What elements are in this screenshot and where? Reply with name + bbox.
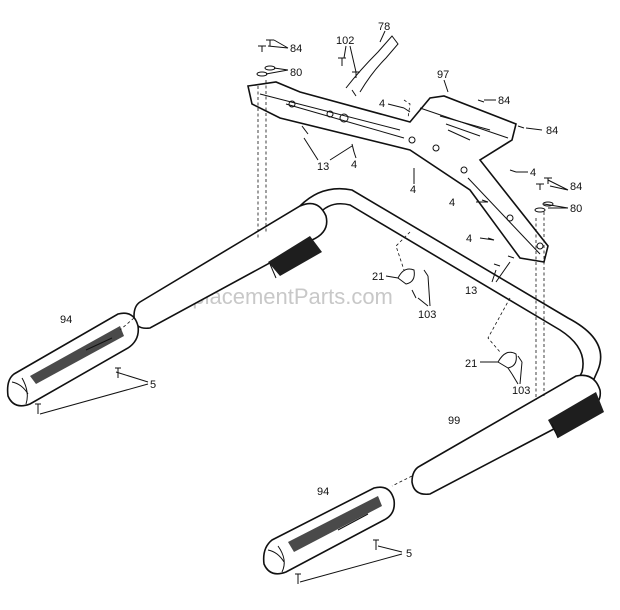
callout-84-top: 84 bbox=[290, 43, 302, 55]
callout-4-e: 4 bbox=[449, 197, 455, 209]
callout-21-top: 21 bbox=[372, 271, 384, 283]
handrail-frame bbox=[299, 187, 602, 389]
callout-4-b: 4 bbox=[351, 159, 357, 171]
hose-clips bbox=[397, 268, 517, 369]
callout-84-lower: 84 bbox=[570, 181, 582, 193]
leader-lines bbox=[39, 30, 569, 583]
callout-99: 99 bbox=[448, 415, 460, 427]
callout-13-left: 13 bbox=[317, 161, 329, 173]
callout-78: 78 bbox=[378, 21, 390, 33]
callout-97: 97 bbox=[437, 69, 449, 81]
callout-94-top: 94 bbox=[60, 314, 72, 326]
callout-80-lower: 80 bbox=[570, 203, 582, 215]
callout-13-right: 13 bbox=[465, 285, 477, 297]
left-grip-cover bbox=[6, 312, 140, 407]
right-lower-tube bbox=[411, 374, 604, 496]
left-upper-tube bbox=[133, 202, 328, 330]
callout-84-mid: 84 bbox=[498, 95, 510, 107]
alignment-guides bbox=[119, 80, 545, 487]
callout-80-top: 80 bbox=[290, 67, 302, 79]
callout-4-f: 4 bbox=[466, 233, 472, 245]
right-grip-cover bbox=[262, 486, 396, 575]
callout-4-a: 4 bbox=[379, 98, 385, 110]
callout-5-top: 5 bbox=[150, 379, 156, 391]
callout-102: 102 bbox=[336, 35, 354, 47]
console-bracket bbox=[247, 81, 549, 263]
callout-4-d: 4 bbox=[530, 167, 536, 179]
callout-5-bottom: 5 bbox=[406, 548, 412, 560]
callout-103-top: 103 bbox=[418, 309, 436, 321]
callout-21-bottom: 21 bbox=[465, 358, 477, 370]
callout-4-c: 4 bbox=[410, 184, 416, 196]
callout-labels: 84 80 102 78 97 84 84 4 4 4 4 4 4 13 84 … bbox=[60, 21, 582, 560]
callout-84-right: 84 bbox=[546, 125, 558, 137]
callout-94-bottom: 94 bbox=[317, 486, 329, 498]
callout-103-bottom: 103 bbox=[512, 385, 530, 397]
